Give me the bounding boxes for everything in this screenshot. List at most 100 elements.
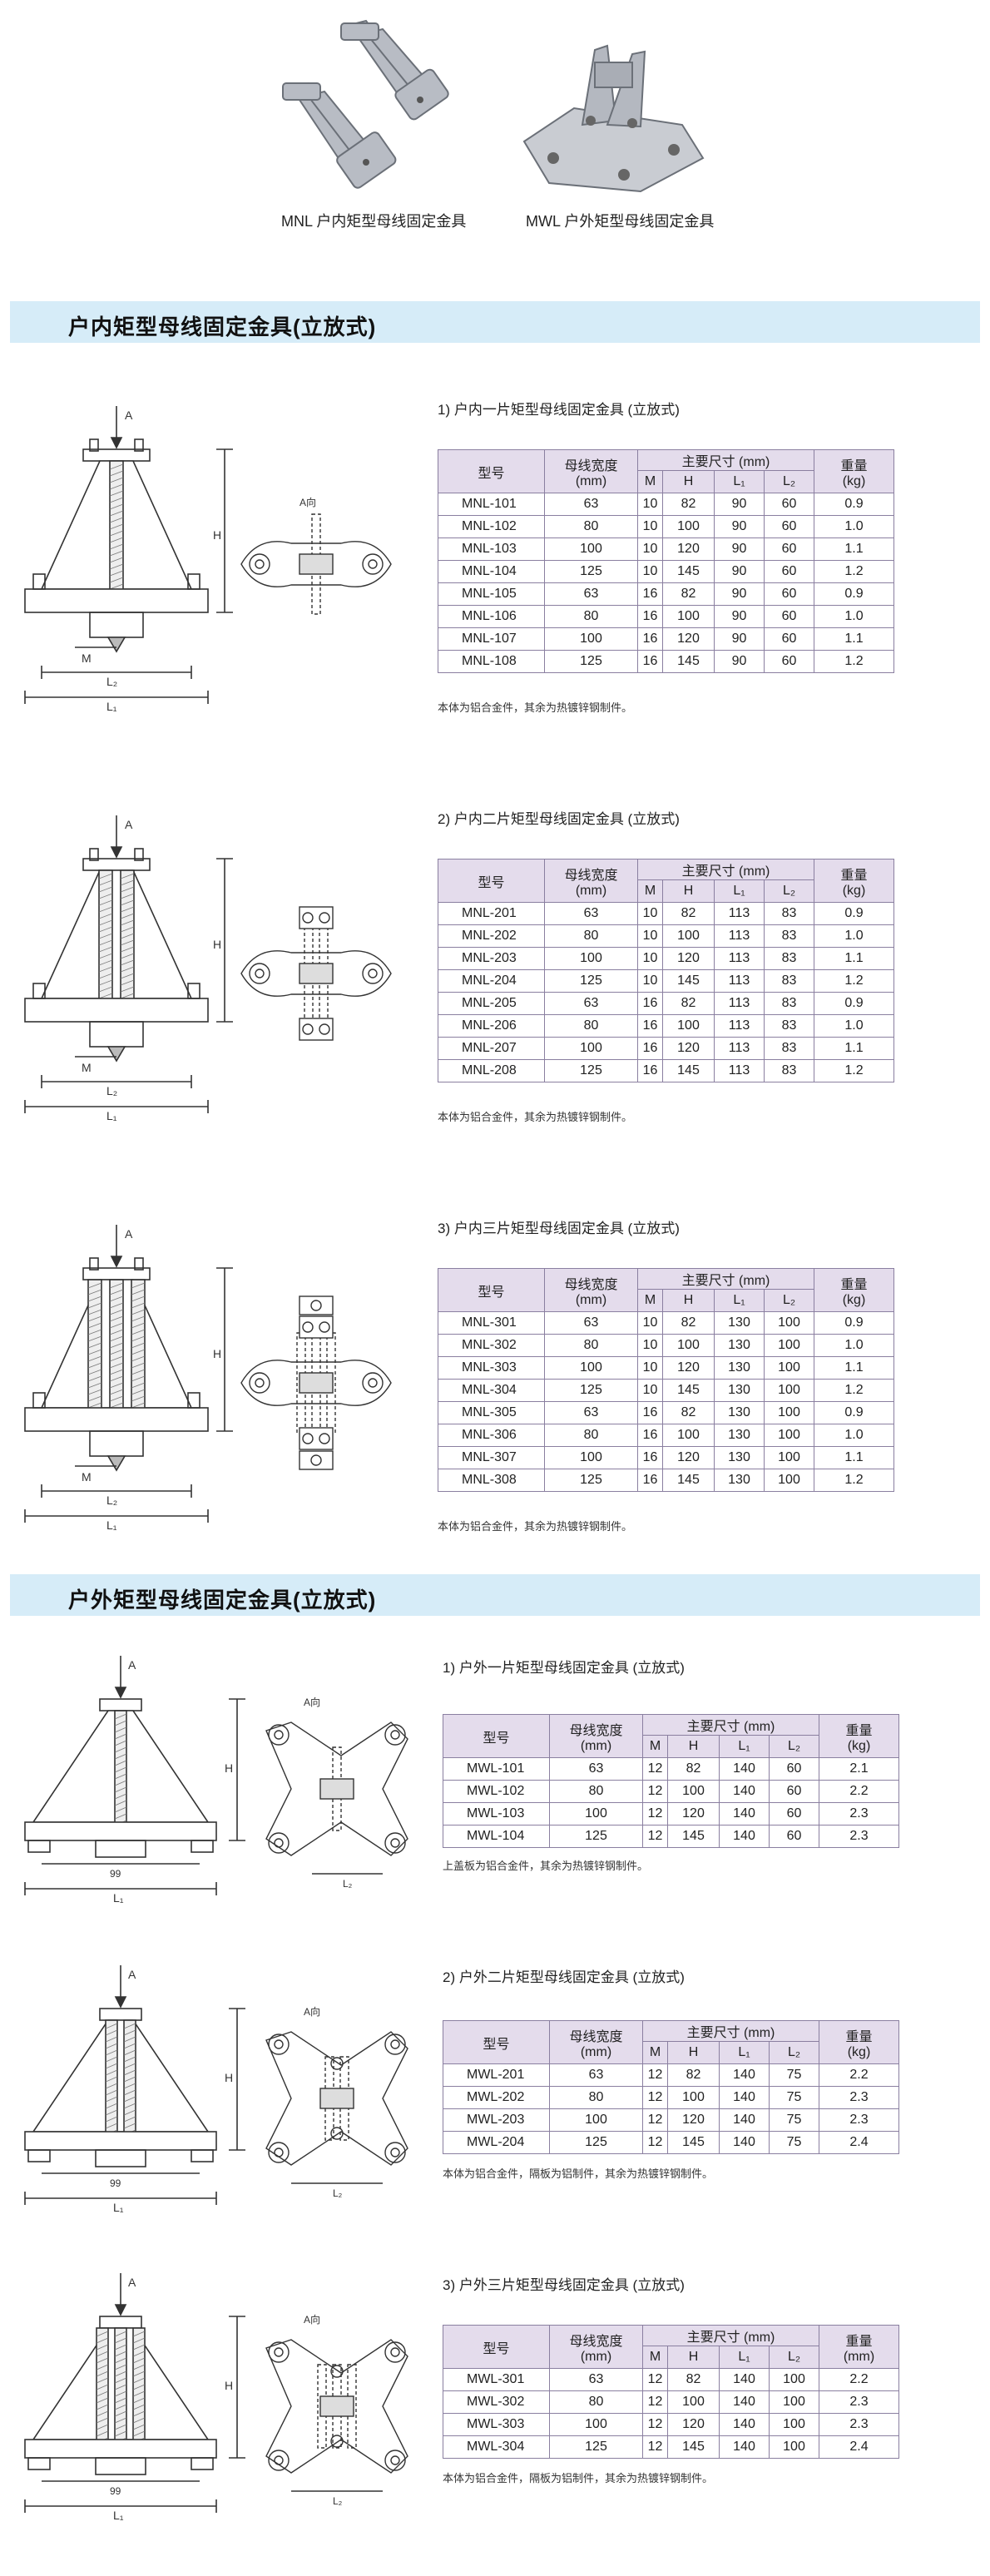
table-cell: 1.0 bbox=[814, 515, 894, 538]
table-cell: 1.2 bbox=[814, 1379, 894, 1402]
col-header-width-unit: (mm) bbox=[580, 1738, 612, 1753]
table-cell: 90 bbox=[714, 605, 765, 628]
table-cell: 83 bbox=[764, 947, 814, 970]
table-cell: 2.3 bbox=[819, 2413, 899, 2436]
table-cell: 16 bbox=[637, 1424, 663, 1447]
col-header-l1: L₁ bbox=[714, 879, 765, 903]
col-header-h: H bbox=[662, 470, 715, 493]
table-cell: 100 bbox=[667, 2086, 720, 2109]
col-header-width: 母线宽度(mm) bbox=[544, 859, 638, 903]
table-cell: 83 bbox=[764, 992, 814, 1015]
col-header-weight-label: 重量 bbox=[845, 2029, 873, 2044]
table-cell: 0.9 bbox=[814, 1401, 894, 1424]
table-cell: 113 bbox=[714, 1037, 765, 1060]
table-cell: 60 bbox=[764, 582, 814, 606]
section-title: 1) 户内一片矩型母线固定金具 (立放式) bbox=[438, 402, 680, 418]
col-header-model: 型号 bbox=[438, 449, 545, 493]
dimension-label: H bbox=[213, 528, 221, 542]
table-cell: 1.2 bbox=[814, 1059, 894, 1082]
table-cell: 100 bbox=[764, 1446, 814, 1469]
section-title: 1) 户外一片矩型母线固定金具 (立放式) bbox=[443, 1660, 685, 1676]
section-title: 3) 户外三片矩型母线固定金具 (立放式) bbox=[443, 2277, 685, 2293]
table-cell: 16 bbox=[637, 605, 663, 628]
table-cell: 140 bbox=[719, 1757, 770, 1781]
table-cell: 1.2 bbox=[814, 1469, 894, 1492]
table-cell: 90 bbox=[714, 493, 765, 516]
table-cell: 10 bbox=[637, 560, 663, 583]
table-cell: 100 bbox=[544, 1356, 638, 1380]
table-cell: 140 bbox=[719, 1802, 770, 1825]
table-cell: 63 bbox=[544, 1401, 638, 1424]
table-cell: 100 bbox=[769, 2368, 819, 2391]
table-cell: 120 bbox=[662, 1037, 715, 1060]
table-cell: 10 bbox=[637, 537, 663, 561]
table-cell: 1.1 bbox=[814, 1356, 894, 1380]
table-cell: 120 bbox=[662, 947, 715, 970]
table-cell: 100 bbox=[764, 1424, 814, 1447]
table-cell: 113 bbox=[714, 969, 765, 993]
col-header-width-unit: (mm) bbox=[575, 1292, 607, 1307]
table-cell: 2.3 bbox=[819, 2086, 899, 2109]
col-header-l1: L₁ bbox=[719, 2346, 770, 2369]
table-cell: 12 bbox=[642, 1825, 668, 1848]
table-cell: 83 bbox=[764, 1037, 814, 1060]
table-cell: 130 bbox=[714, 1334, 765, 1357]
table-cell: 12 bbox=[642, 2435, 668, 2459]
table-cell: 100 bbox=[662, 1014, 715, 1038]
section-title: 3) 户内三片矩型母线固定金具 (立放式) bbox=[438, 1221, 680, 1236]
mnl-caption: MNL 户内矩型母线固定金具 bbox=[281, 213, 467, 230]
table-cell: 100 bbox=[764, 1334, 814, 1357]
cell-model: MWL-304 bbox=[443, 2435, 550, 2459]
table-cell: 80 bbox=[544, 1424, 638, 1447]
table-note: 本体为铝合金件，其余为热镀锌钢制件。 bbox=[438, 701, 633, 714]
cell-model: MNL-106 bbox=[438, 605, 545, 628]
table-cell: 130 bbox=[714, 1379, 765, 1402]
table-cell: 100 bbox=[549, 2413, 643, 2436]
table-cell: 10 bbox=[637, 1379, 663, 1402]
table-cell: 82 bbox=[662, 1311, 715, 1335]
table-cell: 82 bbox=[662, 902, 715, 925]
table-cell: 80 bbox=[549, 2086, 643, 2109]
col-header-width: 母线宽度(mm) bbox=[549, 2020, 643, 2064]
table-cell: 1.1 bbox=[814, 1446, 894, 1469]
dimension-label: M bbox=[82, 651, 92, 665]
dimension-label: L₂ bbox=[106, 1494, 117, 1507]
table-cell: 80 bbox=[549, 2390, 643, 2414]
dimension-label: M bbox=[82, 1470, 92, 1484]
section-title: 2) 户外二片矩型母线固定金具 (立放式) bbox=[443, 1969, 685, 1985]
table-cell: 16 bbox=[637, 1037, 663, 1060]
table-cell: 63 bbox=[544, 992, 638, 1015]
col-header-h: H bbox=[667, 1735, 720, 1758]
outdoor-banner-title: 户外矩型母线固定金具(立放式) bbox=[68, 1588, 377, 1612]
dimension-label: A bbox=[125, 1227, 133, 1241]
table-cell: 63 bbox=[549, 2063, 643, 2087]
table-cell: 0.9 bbox=[814, 582, 894, 606]
col-header-l1: L₁ bbox=[719, 1735, 770, 1758]
table-cell: 130 bbox=[714, 1401, 765, 1424]
table-cell: 2.3 bbox=[819, 2390, 899, 2414]
cell-model: MWL-103 bbox=[443, 1802, 550, 1825]
table-cell: 63 bbox=[544, 902, 638, 925]
col-header-l1: L₁ bbox=[714, 470, 765, 493]
table-cell: 0.9 bbox=[814, 493, 894, 516]
col-header-m: M bbox=[642, 2346, 668, 2369]
table-cell: 130 bbox=[714, 1356, 765, 1380]
table-cell: 80 bbox=[544, 605, 638, 628]
table-cell: 120 bbox=[667, 2108, 720, 2132]
table-cell: 140 bbox=[719, 1825, 770, 1848]
table-cell: 82 bbox=[667, 2063, 720, 2087]
